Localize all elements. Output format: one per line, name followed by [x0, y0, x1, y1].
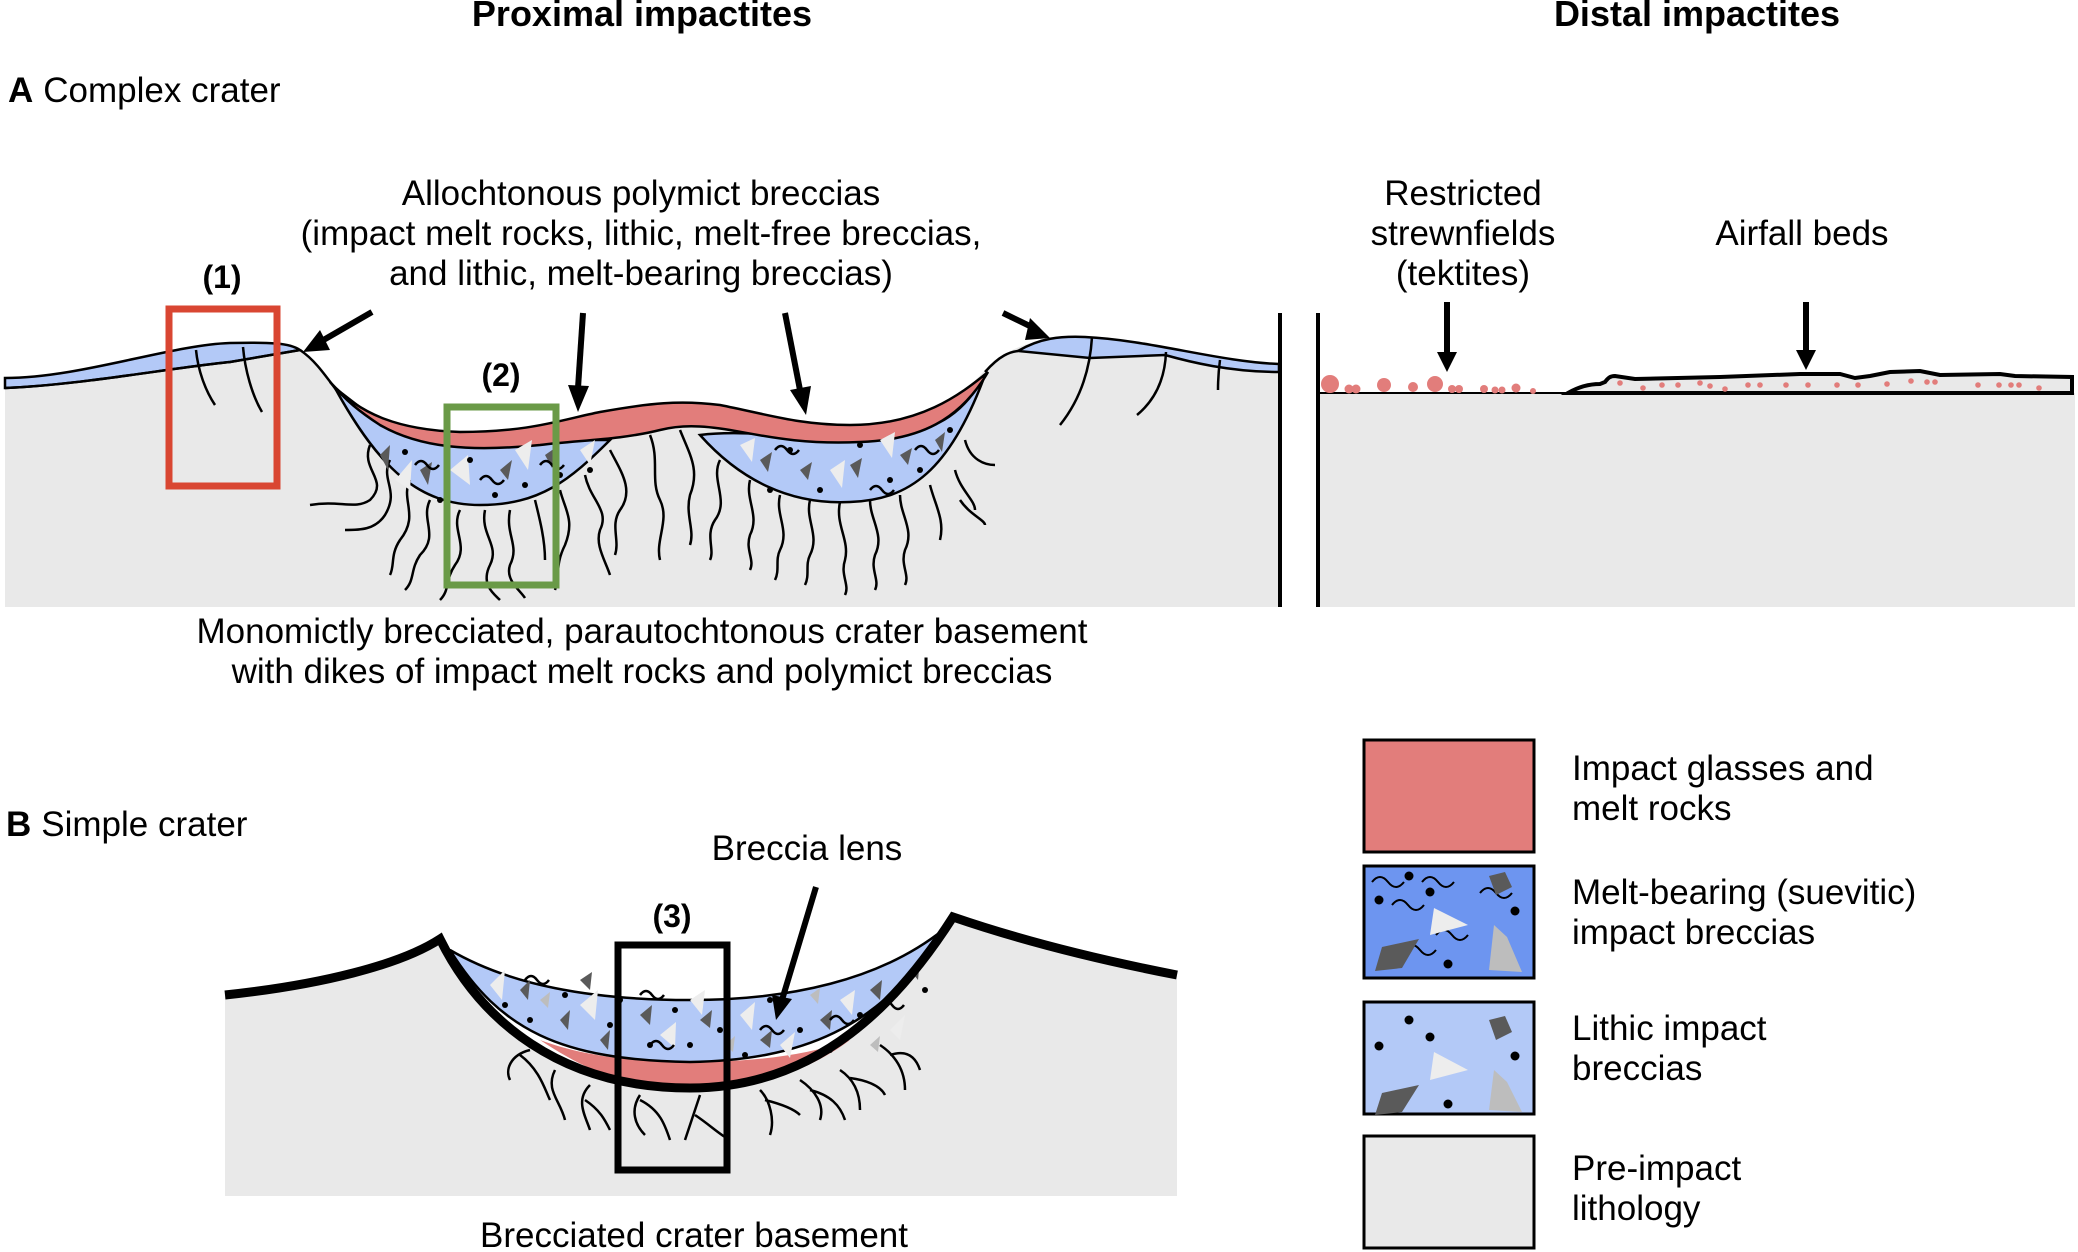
arrow-melt-right	[782, 312, 803, 391]
basement-caption-a-line-2: with dikes of impact melt rocks and poly…	[231, 652, 1053, 691]
legend-item-lithic	[1362, 1000, 1536, 1116]
allochthonous-arrows	[303, 309, 1050, 415]
panel-b-title: B Simple crater	[6, 805, 248, 844]
legend-item-melt: Impact glasses and melt rocks	[1362, 738, 1874, 854]
sample-box-1	[165, 305, 281, 490]
sample-box-2	[443, 403, 560, 589]
legend-lithic-line-2: breccias	[1572, 1049, 1702, 1088]
distal-section: Restricted strewnfields (tektites) Airfa…	[1318, 174, 2075, 607]
pre-impact-basement-b	[225, 917, 1177, 1196]
fracture-dikes-a	[194, 336, 1222, 601]
legend-item-suevitic	[1362, 864, 1536, 980]
legend-preimpact-line-2: lithology	[1572, 1189, 1701, 1228]
header-proximal: Proximal impactites	[472, 0, 812, 34]
legend-melt-line-2: melt rocks	[1572, 789, 1731, 828]
basement-caption-a-line-1: Monomictly brecciated, parautochtonous c…	[196, 612, 1087, 651]
breccia-lens-label: Breccia lens	[712, 829, 903, 868]
header-distal: Distal impactites	[1554, 0, 1840, 34]
allochthonous-label: Allochtonous polymict breccias (impact m…	[301, 174, 982, 293]
legend-lithic-line-1: Lithic impact	[1572, 1009, 1767, 1048]
allochthonous-line-3: and lithic, melt-bearing breccias)	[389, 254, 893, 293]
airfall-label: Airfall beds	[1715, 214, 1888, 253]
panel-a-title: A Complex crater	[8, 71, 281, 110]
impact-melt-sheet	[329, 371, 990, 450]
panel-b-title-text: Simple crater	[41, 805, 248, 844]
allochthonous-line-2: (impact melt rocks, lithic, melt-free br…	[301, 214, 982, 253]
arrow-left-rim	[318, 309, 374, 345]
sample-box-2-label: (2)	[481, 357, 520, 393]
tektites	[1321, 375, 1536, 394]
pre-impact-basement-distal	[1320, 393, 2075, 607]
pre-impact-basement-a	[5, 337, 1279, 607]
sample-box-3	[614, 941, 731, 1174]
simple-crater: (3) Breccia lens	[224, 829, 1178, 1196]
legend-suevitic-line-2: impact breccias	[1572, 913, 1815, 952]
airfall-bed	[1560, 368, 2074, 395]
simple-crater-outline	[224, 911, 1178, 1093]
breccia-clasts-a	[380, 427, 953, 503]
sample-box-3-label: (3)	[652, 898, 691, 934]
arrow-breccia-lens	[779, 886, 819, 1001]
basement-caption-b: Brecciated crater basement	[480, 1216, 908, 1252]
ejecta-right	[1014, 335, 1281, 374]
legend-swatch-melt	[1362, 738, 1536, 854]
strewnfield-label-line-1: Restricted	[1384, 174, 1542, 213]
strewnfield-label-line-3: (tektites)	[1396, 254, 1530, 293]
legend-item-preimpact	[1362, 1134, 1536, 1250]
strewnfield-label-line-2: strewnfields	[1371, 214, 1556, 253]
legend-melt-line-1: Impact glasses and	[1572, 749, 1874, 788]
legend-preimpact-line-1: Pre-impact	[1572, 1149, 1741, 1188]
sample-box-1-label: (1)	[202, 259, 241, 295]
complex-crater: (1) (2)	[3, 259, 1281, 607]
airfall-spherules	[1617, 378, 2042, 392]
panel-a-letter: A	[8, 71, 33, 110]
legend-swatch-preimpact	[1362, 1134, 1536, 1250]
panel-b-letter: B	[6, 805, 31, 844]
arrow-melt-left	[575, 312, 586, 389]
panel-a-title-text: Complex crater	[43, 71, 281, 110]
legend: Impact glasses and melt rocks	[1362, 738, 1916, 1250]
legend-suevitic-line-1: Melt-bearing (suevitic)	[1572, 873, 1916, 912]
allochthonous-line-1: Allochtonous polymict breccias	[402, 174, 881, 213]
